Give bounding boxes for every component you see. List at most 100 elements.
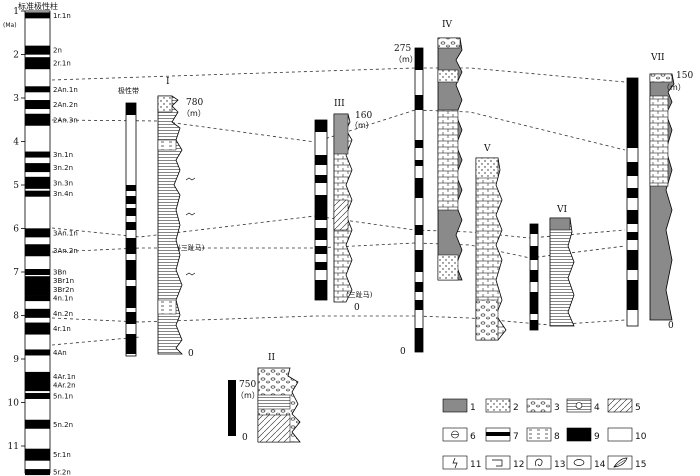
section-unit-label: （m） — [662, 83, 686, 92]
chron-label: 4n.1n — [53, 295, 73, 303]
normal-polarity-chron — [25, 295, 50, 302]
age-tick-label: 3 — [13, 94, 19, 104]
age-tick-label: 1 — [13, 7, 19, 17]
section-id-label: VI — [556, 205, 567, 215]
normal-polarity-band — [627, 78, 638, 148]
normal-polarity-chron — [25, 176, 50, 189]
age-tick-label: 7 — [13, 268, 19, 278]
age-tick-label: 9 — [13, 355, 19, 365]
normal-polarity-chron — [25, 276, 50, 286]
chron-label: 4r.1n — [53, 325, 71, 333]
chron-label: 3An.2n — [53, 247, 78, 255]
marl-layer — [333, 199, 349, 231]
normal-polarity-band — [126, 208, 136, 216]
age-unit-label: (Ma) — [3, 22, 17, 29]
correlation-line — [51, 109, 626, 151]
section-bottom-value: 0 — [668, 321, 674, 331]
legend-label: 2 — [513, 403, 519, 413]
legend-swatch-normal-polarity — [566, 427, 592, 442]
age-tick-label: 11 — [8, 442, 19, 452]
section-III: III 160 （m） (三趾马) 0 — [314, 99, 374, 313]
normal-polarity-chron — [25, 163, 50, 173]
chron-label: 3n.1n — [53, 151, 73, 159]
section-id-label: III — [334, 99, 345, 109]
section-VII: VII 150 （m） 0 — [626, 53, 693, 331]
normal-polarity-band — [126, 196, 136, 204]
chron-label: 2n — [53, 47, 62, 55]
chron-label: 5n.2n — [53, 421, 73, 429]
silt-layer — [157, 299, 177, 315]
section-id-label: VII — [650, 53, 665, 63]
normal-polarity-chron — [25, 392, 50, 399]
normal-polarity-chron — [25, 228, 50, 238]
normal-polarity-band — [126, 222, 136, 230]
normal-polarity-band — [530, 246, 538, 260]
legend-label: 4 — [594, 403, 600, 413]
age-tick-label: 6 — [13, 225, 19, 235]
normal-polarity-band — [415, 95, 423, 110]
legend-label: 6 — [470, 432, 476, 442]
normal-polarity-band — [315, 228, 327, 240]
legend-swatch-reversed-polarity — [607, 427, 633, 442]
legend-swatch-dots — [485, 398, 511, 413]
normal-polarity-chron — [25, 349, 50, 356]
chron-label: 2r.1n — [53, 60, 71, 68]
legend-label: 9 — [594, 432, 600, 442]
normal-polarity-band — [315, 246, 327, 254]
section-V: V — [475, 144, 507, 341]
conglomerate-layer — [475, 299, 499, 341]
age-tick-label: 8 — [13, 312, 19, 322]
legend-label: 12 — [513, 460, 524, 470]
section-bottom-value: 0 — [400, 347, 406, 357]
normal-polarity-chron — [25, 419, 50, 429]
standard-column-title: 标准极性柱 — [18, 1, 58, 11]
legend-swatch-silt — [526, 427, 552, 442]
normal-polarity-band — [627, 250, 638, 270]
normal-polarity-band — [530, 320, 538, 330]
fossil-symbol — [185, 212, 196, 216]
normal-polarity-chron — [25, 379, 50, 392]
normal-polarity-chron — [25, 12, 50, 19]
fossil-note: (三趾马) — [346, 290, 373, 299]
chron-label: 3An.1n — [53, 229, 78, 237]
standard-column-frame — [24, 10, 51, 474]
chron-labels: 1r.1n2n2r.1n2An.1n2An.2n2An.3n3n.1n3n.2n… — [53, 12, 78, 476]
normal-polarity-chron — [25, 308, 50, 318]
normal-polarity-band — [315, 280, 327, 300]
chron-label: 4Ar.2n — [53, 382, 76, 390]
section-I: I 极性带 780 （m） (三趾马) 0 — [118, 77, 206, 359]
normal-polarity-band — [126, 312, 136, 324]
chron-label: 3Br2n — [53, 286, 74, 294]
fossil-symbol — [185, 177, 196, 181]
legend-label: 5 — [635, 403, 641, 413]
siltstone-layer — [437, 109, 459, 211]
legend-label: 7 — [513, 432, 519, 442]
legend-swatch-bone-fossil — [485, 455, 511, 470]
normal-polarity-chron — [25, 469, 50, 476]
normal-polarity-band — [126, 103, 136, 115]
normal-polarity-band — [415, 178, 423, 198]
chron-label: 3Br1n — [53, 277, 74, 285]
section-IV: IV 275 （m） 0 — [394, 20, 463, 357]
normal-polarity-chron — [25, 322, 50, 335]
chron-label: 3n.2n — [53, 164, 73, 172]
sandstone-layer — [437, 69, 459, 83]
legend-label: 3 — [554, 403, 560, 413]
section-id-label: IV — [442, 20, 453, 30]
normal-polarity-band — [530, 270, 538, 282]
normal-polarity-chron — [25, 45, 50, 55]
normal-polarity-band — [415, 160, 423, 166]
chron-label: 3Bn — [53, 269, 67, 277]
normal-polarity-chron — [25, 190, 50, 197]
legend-label: 11 — [470, 460, 481, 470]
section-bottom-value: 0 — [242, 433, 248, 443]
chron-label: 3n.3n — [53, 179, 73, 187]
fossil-note: (三趾马) — [178, 243, 205, 252]
section-top-value: 780 — [186, 98, 203, 108]
normal-polarity-band — [315, 195, 327, 220]
legend-label: 15 — [635, 460, 646, 470]
section-VI: VI — [529, 205, 575, 331]
